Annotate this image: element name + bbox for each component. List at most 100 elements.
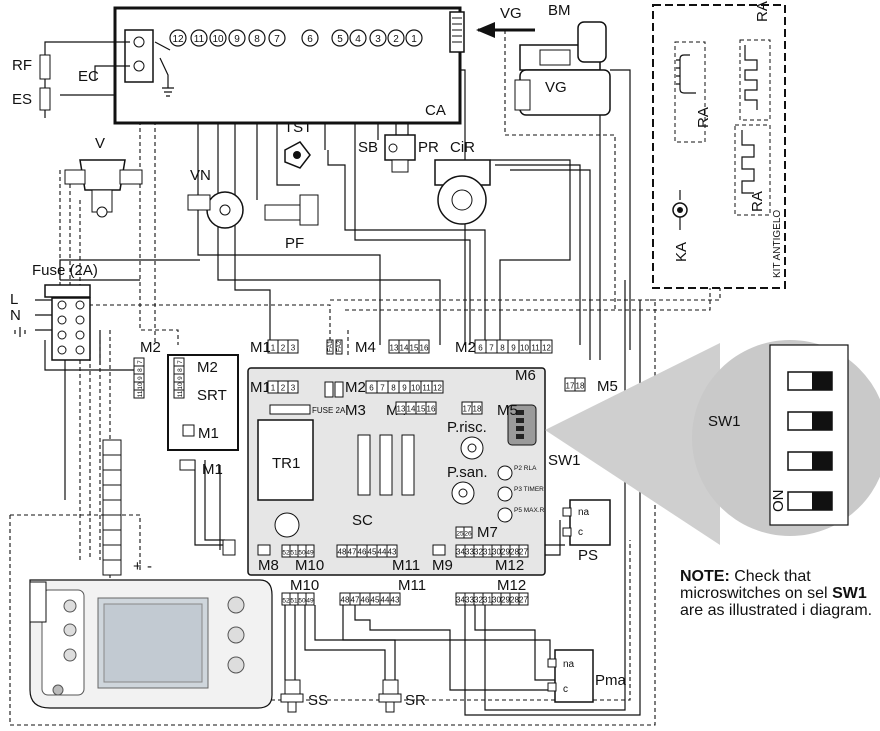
terminal-cell (425, 401, 437, 415)
terminal-number: 17 (463, 405, 472, 414)
plus-label: + (133, 558, 142, 575)
fuse2a-label: FUSE 2A (312, 406, 346, 415)
kit-antigelo: RA RA RA KA KIT ANTIGELO (652, 1, 786, 289)
ca-terminal-circle (369, 29, 387, 47)
prisc-label: P.risc. (447, 419, 487, 436)
sw1-board-label: SW1 (548, 452, 581, 469)
probes: SS SR (280, 679, 426, 713)
terminal-number: 10 (411, 384, 420, 393)
terminal-number: 45 (368, 548, 377, 557)
terminal-number: 52 (282, 550, 290, 557)
terminal-number: 6 (369, 384, 374, 393)
tst-label: TST (284, 119, 312, 136)
terminal-number: 6 (478, 344, 483, 353)
note-body-3: diagram. (809, 602, 873, 619)
terminal-number: 18 (473, 405, 482, 414)
dip-switch-lever (812, 452, 832, 470)
remote-panel: + - (29, 439, 273, 709)
terminal-cell (173, 389, 185, 399)
terminal-number: 1 (271, 344, 276, 353)
m5-board-label: M5 (497, 402, 518, 419)
terminal-number: 14 (407, 405, 416, 414)
terminal-cell (574, 377, 586, 392)
ps-na-label: na (578, 507, 590, 518)
terminal-cell (540, 339, 553, 354)
terminal-number: 31 (483, 548, 492, 557)
dip-switch-lever (812, 492, 832, 510)
valve-v: V (64, 135, 143, 218)
p2-label: P2 RLA (514, 465, 537, 472)
srt-m2-label: M2 (197, 359, 218, 376)
terminal-number: 8 (177, 368, 184, 372)
m9-label: M9 (432, 557, 453, 574)
terminal-number: 13 (397, 405, 406, 414)
sw1-dip-switches (787, 371, 833, 511)
ca-terminal-circle (349, 29, 367, 47)
terminal-number: 14 (400, 344, 409, 353)
terminal-number: 11 (177, 390, 184, 397)
m7-label: M7 (477, 524, 498, 541)
ca-terminal-circle (169, 29, 187, 47)
vg-label: VG (545, 79, 567, 96)
terminal-number: 33 (465, 548, 474, 557)
ca-terminal-circle (331, 29, 349, 47)
bm-label: BM (548, 2, 571, 19)
terminal-number: 29 (501, 596, 510, 605)
ca-terminal-number: 11 (194, 34, 205, 45)
terminal-number: 16 (420, 344, 429, 353)
sc-label: SC (352, 512, 373, 529)
m12-board-label: M12 (495, 557, 524, 574)
pr-label: PR (418, 139, 439, 156)
ps-c-label: c (578, 527, 583, 538)
fan-vn: VN (187, 167, 244, 229)
terminal-number: 25 (456, 531, 464, 538)
terminal-number: 46 (358, 548, 367, 557)
dip-switch-lever (812, 412, 832, 430)
sw1-zoom: SW1 ON (545, 340, 880, 545)
terminal-number: 27 (519, 548, 528, 557)
terminal-number: 7 (137, 360, 144, 364)
terminal-number: 27 (519, 596, 528, 605)
srt-label: SRT (197, 387, 227, 404)
rf-label: RF (12, 57, 32, 74)
m10-label: M10 (290, 577, 319, 594)
v-label: V (95, 135, 105, 152)
pma-label: Pma (595, 672, 627, 689)
terminal-number: 47 (351, 596, 360, 605)
terminal-number: 2 (281, 384, 286, 393)
terminal-number: 43 (391, 596, 400, 605)
terminal-number: 9 (511, 344, 516, 353)
minus-label: - (147, 558, 152, 575)
terminal-cell (463, 526, 473, 539)
on-label: ON (770, 490, 787, 513)
terminal-number: 8 (137, 368, 144, 372)
terminal-number: 28 (510, 548, 519, 557)
pma-c-label: c (563, 684, 568, 695)
terminal-number: 51 (290, 598, 298, 605)
terminal-number: 47 (348, 548, 357, 557)
vn-label: VN (190, 167, 211, 184)
ca-label: CA (425, 102, 446, 119)
m5-label: M5 (597, 378, 618, 395)
terminal-number: 44 (381, 596, 390, 605)
gas-valve: VG BM VG (476, 2, 611, 116)
m4-label: M4 (355, 339, 376, 356)
terminal-cell (133, 389, 145, 399)
es-label: ES (12, 91, 32, 108)
m11-board-label: M11 (392, 557, 420, 574)
srt-m1-label: M1 (198, 425, 219, 442)
ca-terminal-number: 8 (254, 34, 260, 45)
terminal-number: 30 (492, 596, 501, 605)
m3-label: M3 (345, 402, 366, 419)
ra-label-1: RA (754, 1, 771, 22)
note-bold: NOTE: (680, 568, 730, 585)
terminal-number: 28 (510, 596, 519, 605)
m2-board-label: M2 (345, 379, 366, 396)
ec-label: EC (78, 68, 99, 85)
terminal-number: 48 (338, 548, 347, 557)
